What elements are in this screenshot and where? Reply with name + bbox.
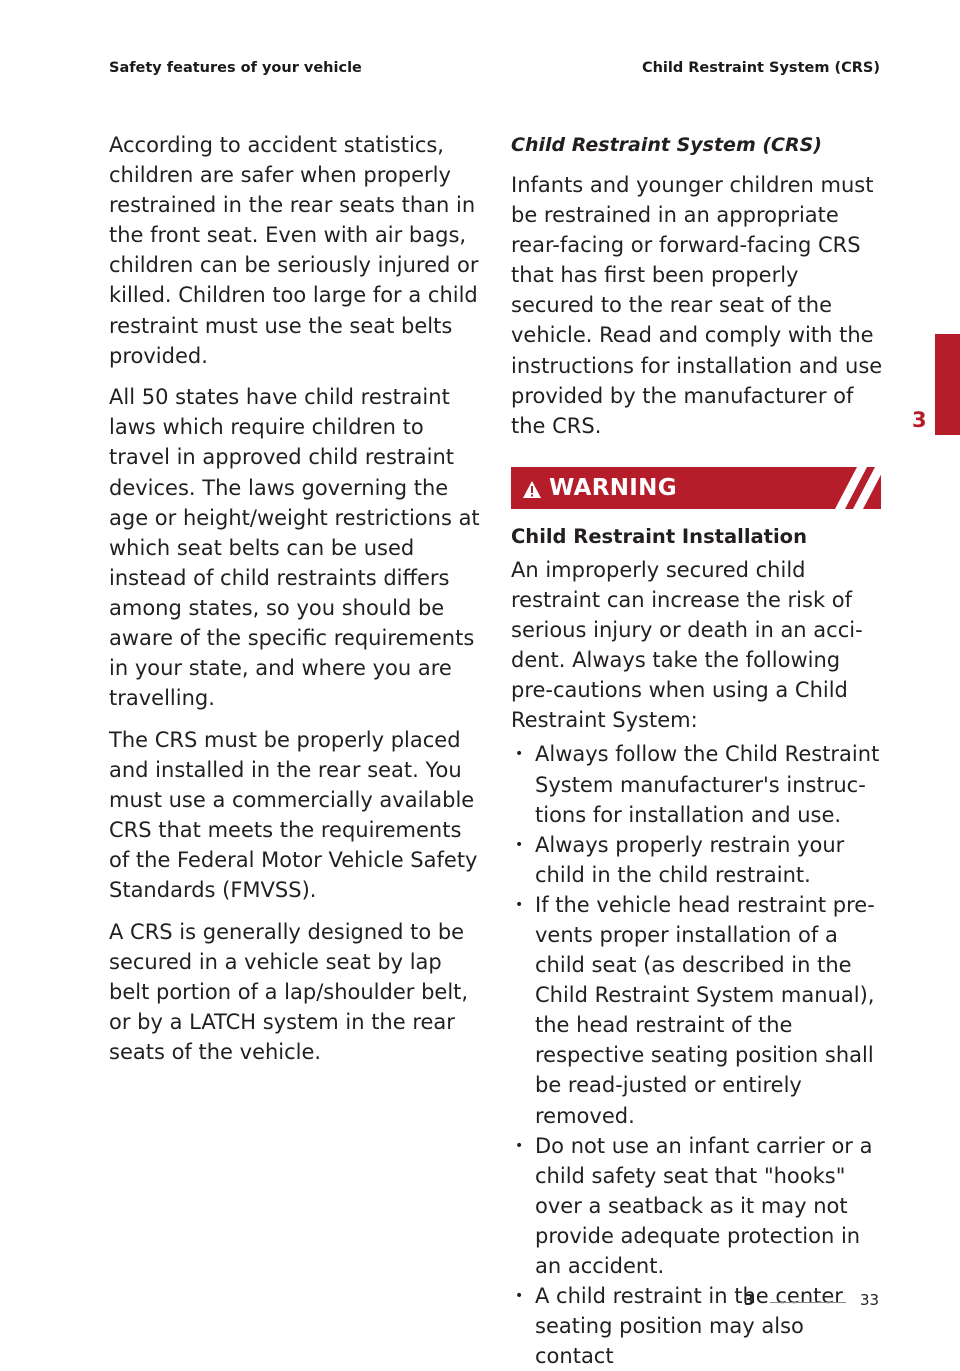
right-column: Child Restraint System (CRS) Infants and… [511,130,883,1371]
list-item: • Always follow the Child Restraint Syste… [511,739,883,829]
paragraph: All 50 states have child restraint laws … [109,385,480,711]
paragraph: A CRS is generally designed to be secure… [109,919,469,1065]
bullet-icon: • [515,1288,524,1305]
bullet-icon: • [515,836,524,853]
bullet-icon: • [515,1137,524,1154]
bullet-icon: • [515,896,524,913]
list-item-text: A child restraint in the center seating … [535,1284,843,1369]
left-column: According to accident statistics, childr… [109,130,481,1079]
list-item: • Always properly restrain your child in … [511,830,883,890]
list-item-text: Always properly restrain your child in t… [535,832,845,887]
warning-subhead: Child Restraint Installation [511,524,807,548]
list-item: • If the vehicle head restraint pre-vents… [511,890,883,1131]
warning-triangle-icon [522,477,542,507]
footer-chapter-number: 3 [744,1291,755,1309]
warning-body: An improperly secured child restraint ca… [511,557,863,733]
warning-stripes-decoration [811,466,881,509]
list-item-text: If the vehicle head restraint pre-vents … [535,892,875,1128]
paragraph: According to accident statistics, childr… [109,133,479,368]
intro-paragraph: Infants and younger children must be res… [511,173,883,438]
list-item: • Do not use an infant carrier or a child… [511,1131,883,1281]
list-item-text: Do not use an infant carrier or a child … [535,1133,873,1278]
running-header-section: Safety features of your vehicle [109,60,362,76]
warning-label: WARNING [549,474,677,501]
warning-banner: WARNING [511,466,881,509]
chapter-tab[interactable] [935,334,960,435]
list-item: • A child restraint in the center seating… [511,1281,883,1371]
chapter-tab-number: 3 [912,408,927,432]
list-item-text: Always follow the Child Restraint System… [535,742,880,827]
footer-divider [770,1302,846,1303]
paragraph: The CRS must be properly placed and inst… [109,727,478,903]
running-header-topic: Child Restraint System (CRS) [641,60,880,76]
bullet-icon: • [515,746,524,763]
footer-page-number: 33 [860,1291,880,1309]
section-title: Child Restraint System (CRS) [511,134,822,156]
warning-bullet-list: • Always follow the Child Restraint Syste… [511,739,883,1371]
